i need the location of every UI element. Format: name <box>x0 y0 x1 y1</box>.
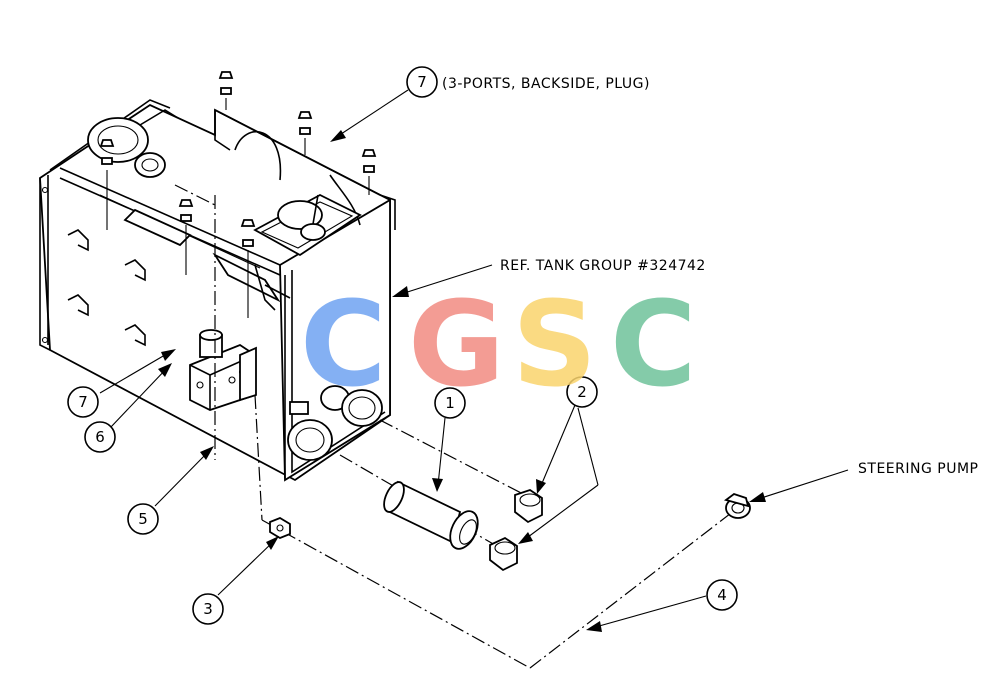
assembly-lines <box>174 184 736 669</box>
steering-pump-fitting <box>723 492 751 519</box>
fitting <box>269 516 291 540</box>
callout-2: 2 <box>566 376 598 408</box>
callout-1-number: 1 <box>445 394 455 412</box>
callout-5: 5 <box>127 503 159 535</box>
plate-slots <box>67 229 146 347</box>
callout-7-top: 7 <box>406 66 438 98</box>
tank-ref-label: REF. TANK GROUP #324742 <box>500 258 706 274</box>
callout-2-number: 2 <box>577 383 587 401</box>
callout-4-number: 4 <box>717 586 727 604</box>
mounting-bolts <box>99 71 377 318</box>
callout-7-top-number: 7 <box>417 73 427 91</box>
callout-7-left: 7 <box>67 386 99 418</box>
watermark-letter-c1: C <box>300 275 387 413</box>
plug-lower <box>489 536 518 572</box>
callout-6: 6 <box>84 421 116 453</box>
valve-block <box>189 329 257 411</box>
callout-3: 3 <box>192 593 224 625</box>
filter-cartridge <box>383 480 479 550</box>
steering-pump-label: STEERING PUMP <box>858 461 978 477</box>
callout-1: 1 <box>434 387 466 419</box>
watermark-letter-s: S <box>512 275 597 413</box>
ports-note-label: (3-PORTS, BACKSIDE, PLUG) <box>442 76 650 92</box>
watermark-letter-c2: C <box>610 275 697 413</box>
cgsc-watermark: C G S C <box>300 275 697 413</box>
callout-7-left-number: 7 <box>78 393 88 411</box>
callout-5-number: 5 <box>138 510 148 528</box>
callout-4: 4 <box>706 579 738 611</box>
callout-6-number: 6 <box>95 428 105 446</box>
tank-ports <box>287 385 383 461</box>
watermark-letter-g: G <box>408 275 505 413</box>
callout-3-number: 3 <box>203 600 213 618</box>
leader-lines <box>99 89 849 632</box>
plug-upper <box>514 489 543 524</box>
